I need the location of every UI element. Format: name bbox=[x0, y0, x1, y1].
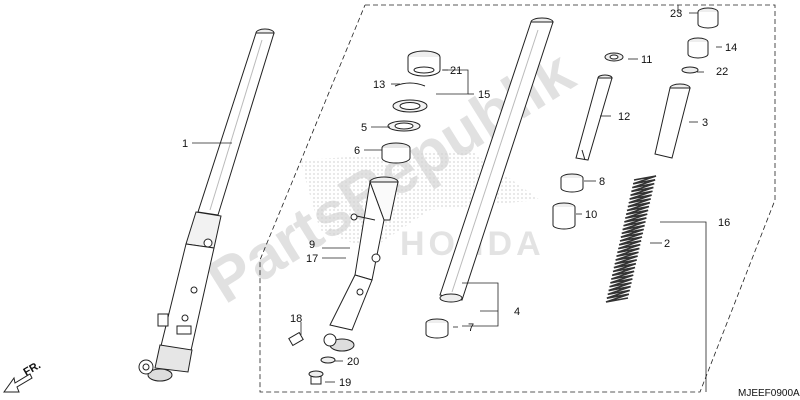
callout-4: 4 bbox=[514, 306, 520, 318]
callout-15: 15 bbox=[478, 89, 490, 101]
callout-20: 20 bbox=[347, 356, 359, 368]
cap-parts bbox=[654, 7, 719, 159]
diagram-code: MJEEF0900A bbox=[738, 388, 800, 399]
inner-parts bbox=[552, 52, 624, 230]
callout-18: 18 bbox=[290, 313, 302, 325]
callout-22: 22 bbox=[716, 66, 728, 78]
callout-5: 5 bbox=[361, 122, 367, 134]
callout-9: 9 bbox=[309, 239, 315, 251]
front-marker-label: FR. bbox=[22, 359, 43, 378]
callout-12: 12 bbox=[618, 111, 630, 123]
callout-6: 6 bbox=[354, 145, 360, 157]
callout-8: 8 bbox=[599, 176, 605, 188]
coil-spring bbox=[605, 175, 657, 303]
outer-tube bbox=[323, 176, 399, 352]
callout-19: 19 bbox=[339, 377, 351, 389]
callout-7: 7 bbox=[468, 322, 474, 334]
seal-stack bbox=[381, 50, 441, 164]
callout-labels: 1 2 3 4 5 6 7 8 9 10 11 12 13 14 15 16 1… bbox=[182, 8, 737, 389]
fork-assembly-left bbox=[138, 28, 275, 382]
leader-lines bbox=[192, 5, 722, 392]
callout-13: 13 bbox=[373, 79, 385, 91]
front-direction-marker: FR. bbox=[3, 359, 43, 393]
callout-11: 11 bbox=[641, 54, 652, 66]
exploded-view-boundary bbox=[259, 4, 776, 393]
callout-1: 1 bbox=[182, 138, 188, 150]
callout-14: 14 bbox=[725, 42, 737, 54]
callout-23: 23 bbox=[670, 8, 682, 20]
front-arrow-icon bbox=[3, 373, 33, 393]
callout-3: 3 bbox=[702, 117, 708, 129]
callout-16: 16 bbox=[718, 217, 730, 229]
callout-17: 17 bbox=[306, 253, 318, 265]
bolts-washers bbox=[288, 331, 336, 385]
callout-21: 21 bbox=[450, 65, 462, 77]
fork-tube bbox=[439, 17, 554, 303]
callout-10: 10 bbox=[585, 209, 597, 221]
callout-2: 2 bbox=[664, 238, 670, 250]
slider-bushing bbox=[425, 318, 449, 339]
